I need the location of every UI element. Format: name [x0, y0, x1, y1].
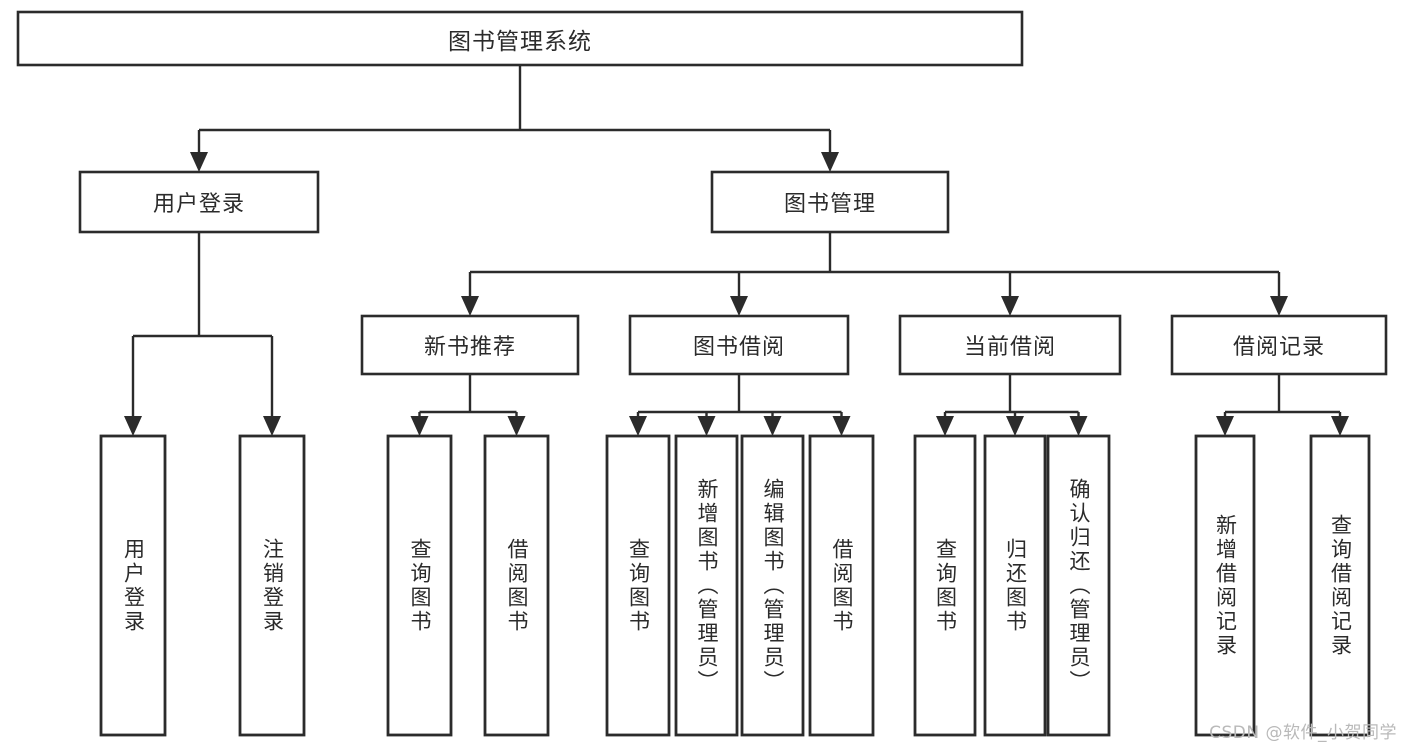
node-box-current-borrow [898, 314, 1122, 376]
node-box-leaf-query-book-rec [386, 434, 453, 737]
arrow-book-borrow [730, 296, 748, 316]
node-box-leaf-return-book [983, 434, 1047, 737]
node-box-leaf-query-book-borrow [605, 434, 671, 737]
node-box-root [16, 10, 1024, 67]
arrow-leaf-add-record [1216, 416, 1234, 436]
connector-layer [124, 65, 1349, 436]
node-box-new-book-recommend [360, 314, 580, 376]
node-box-leaf-confirm-return [1046, 434, 1111, 737]
node-box-leaf-query-record [1309, 434, 1371, 737]
node-box-borrow-record [1170, 314, 1388, 376]
arrow-leaf-borrow-book-rec [507, 416, 526, 436]
arrow-leaf-logout [263, 416, 281, 436]
node-box-book-manage [710, 170, 950, 234]
node-box-leaf-borrow-book-rec [483, 434, 550, 737]
arrow-user-login [190, 152, 208, 172]
node-box-leaf-user-login [99, 434, 167, 737]
arrow-leaf-borrow-book [832, 416, 851, 436]
node-box-leaf-edit-book [740, 434, 805, 737]
arrow-leaf-user-login [124, 416, 142, 436]
arrow-leaf-confirm-return [1069, 416, 1088, 436]
node-box-book-borrow [628, 314, 850, 376]
arrow-book-manage [821, 152, 839, 172]
arrow-leaf-edit-book [763, 416, 782, 436]
node-box-leaf-borrow-book [808, 434, 875, 737]
arrow-borrow-record [1270, 296, 1288, 316]
node-box-user-login [78, 170, 320, 234]
arrow-leaf-query-book-current [936, 416, 954, 436]
arrow-leaf-add-book [697, 416, 716, 436]
node-box-layer [16, 10, 1388, 737]
node-box-leaf-query-book-current [913, 434, 977, 737]
arrow-leaf-query-book-rec [410, 416, 429, 436]
arrow-current-borrow [1001, 296, 1019, 316]
node-box-leaf-add-record [1194, 434, 1256, 737]
arrow-leaf-query-book-borrow [629, 416, 647, 436]
watermark-text: CSDN @软件_小贺同学 [1209, 723, 1397, 743]
arrow-leaf-return-book [1006, 416, 1024, 436]
arrow-leaf-query-record [1331, 416, 1349, 436]
arrow-new-book-recommend [461, 296, 479, 316]
node-box-leaf-logout [238, 434, 306, 737]
node-box-leaf-add-book [674, 434, 739, 737]
